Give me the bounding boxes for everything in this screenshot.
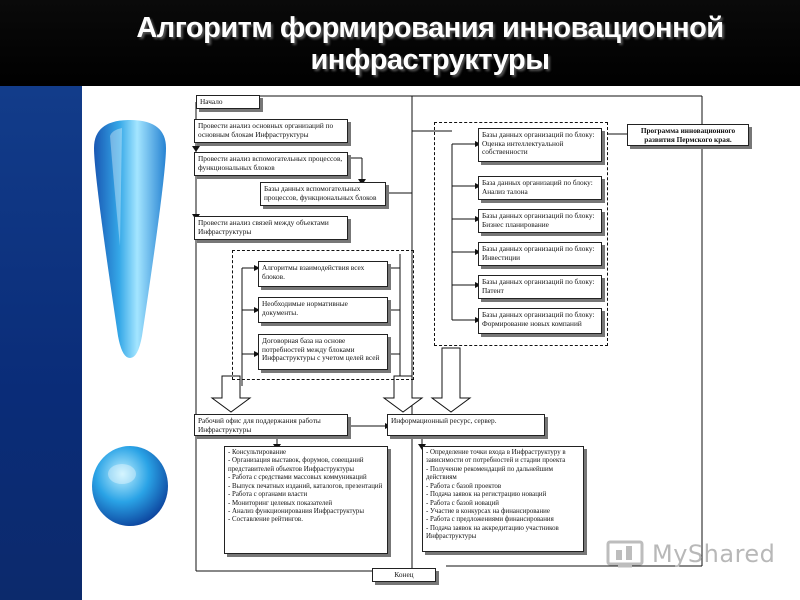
left-decorative-bar	[0, 86, 82, 600]
flow-connectors	[192, 95, 703, 574]
analysis-step-2: Провести анализ вспомогательных процессо…	[194, 152, 348, 176]
inner-block-algorithms: Алгоритмы взаимодействия всех блоков.	[258, 261, 388, 287]
title-bar: Алгоритм формирования инновационной инфр…	[0, 0, 800, 86]
slide-title-line-2: инфраструктуры	[310, 44, 550, 76]
slide-title-line-1: Алгоритм формирования инновационной	[136, 12, 724, 44]
inner-blocks-group	[232, 250, 414, 380]
info-resource-box: Информационный ресурс, сервер.	[387, 414, 545, 436]
analysis-step-3: Базы данных вспомогательных процессов, ф…	[260, 182, 386, 206]
database-new-companies: Базы данных организаций по блоку: Формир…	[478, 308, 602, 334]
database-business-planning: Базы данных организаций по блоку: Бизнес…	[478, 209, 602, 233]
info-functions-list: - Определение точки входа в Инфраструкту…	[422, 446, 584, 552]
database-analysis: База данных организаций по блоку: Анализ…	[478, 176, 602, 200]
watermark-text: MyShared	[652, 540, 776, 568]
analysis-step-4: Провести анализ связей между объектами И…	[194, 216, 348, 240]
program-box: Программа инновационного развития Пермск…	[627, 124, 749, 146]
database-patent: Базы данных организаций по блоку: Патент	[478, 275, 602, 299]
slide-content: Начало Провести анализ основных организа…	[82, 86, 800, 600]
office-box: Рабочий офис для поддержания работы Инфр…	[194, 414, 348, 436]
database-investments: Базы данных организаций по блоку: Инвест…	[478, 242, 602, 266]
inner-block-contracts: Договорная база на основе потребностей м…	[258, 334, 388, 370]
start-box: Начало	[196, 95, 260, 109]
databases-group	[434, 122, 608, 346]
inner-block-norms: Необходимые нормативные документы.	[258, 297, 388, 323]
office-functions-list: - Консультирование - Организация выставо…	[224, 446, 388, 554]
exclamation-mark-icon	[92, 120, 168, 526]
myshared-logo-icon: MyShared	[604, 534, 784, 574]
end-box: Конец	[372, 568, 436, 582]
analysis-step-1: Провести анализ основных организаций по …	[194, 119, 348, 143]
database-ip-evaluation: Базы данных организаций по блоку: Оценка…	[478, 128, 602, 162]
